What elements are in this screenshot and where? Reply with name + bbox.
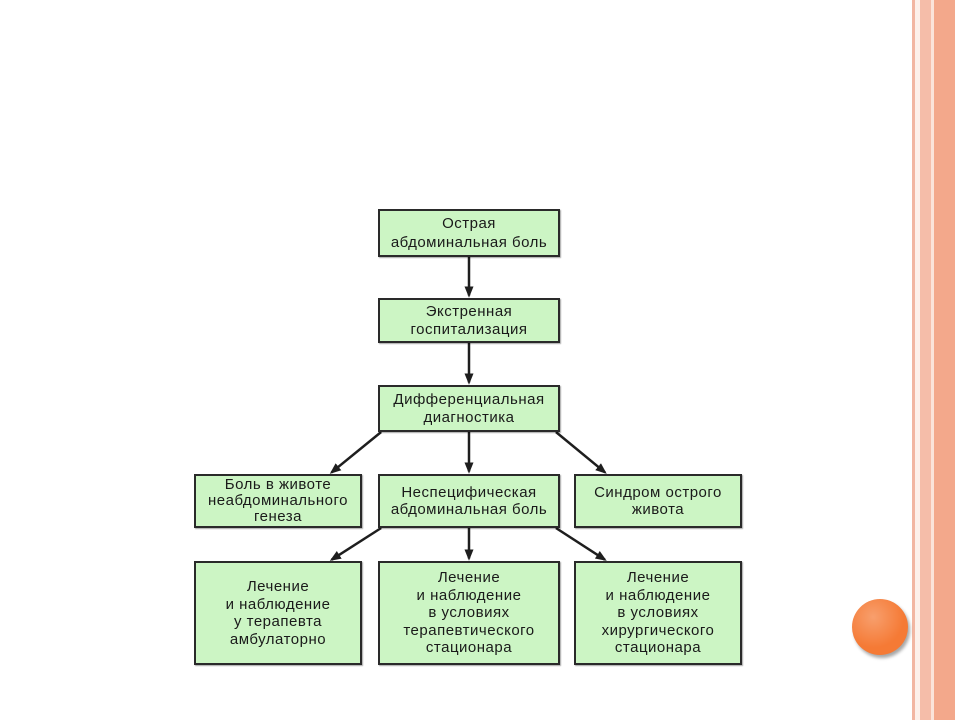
side-stripe xyxy=(920,0,931,720)
side-stripe xyxy=(915,0,920,720)
node-differential-diagnosis: Дифференциальная диагностика xyxy=(378,385,560,432)
arrow-4-to-6 xyxy=(329,526,382,561)
arrow-4-to-8 xyxy=(555,526,607,561)
node-acute-abdomen-syndrome: Синдром острого живота xyxy=(574,474,742,528)
node-label: Лечение и наблюдение в условиях терапевт… xyxy=(403,569,535,657)
side-stripe xyxy=(931,0,934,720)
node-label: Неспецифическая абдоминальная боль xyxy=(390,483,548,519)
node-emergency-hospitalization: Экстренная госпитализация xyxy=(378,298,560,343)
side-stripe xyxy=(934,0,955,720)
node-label: Экстренная госпитализация xyxy=(410,303,528,338)
arrow-2-to-3 xyxy=(329,431,382,474)
node-surgical-hospital-treatment: Лечение и наблюдение в условиях хирургич… xyxy=(574,561,742,665)
side-stripe xyxy=(912,0,915,720)
node-acute-abdominal-pain: Острая абдоминальная боль xyxy=(378,209,560,257)
orange-circle-decoration xyxy=(852,599,908,655)
node-label: Лечение и наблюдение у терапевта амбулат… xyxy=(225,578,331,648)
node-label: Синдром острого живота xyxy=(594,483,722,519)
node-therapeutic-hospital-treatment: Лечение и наблюдение в условиях терапевт… xyxy=(378,561,560,665)
node-nonspecific-abdominal-pain: Неспецифическая абдоминальная боль xyxy=(378,474,560,528)
node-label: Боль в животе неабдоминального генеза xyxy=(208,476,348,525)
node-non-abdominal-pain: Боль в животе неабдоминального генеза xyxy=(194,474,362,528)
node-label: Дифференциальная диагностика xyxy=(393,391,545,426)
node-label: Лечение и наблюдение в условиях хирургич… xyxy=(601,569,715,657)
node-label: Острая абдоминальная боль xyxy=(390,215,548,251)
arrow-2-to-5 xyxy=(555,431,607,474)
node-outpatient-treatment: Лечение и наблюдение у терапевта амбулат… xyxy=(194,561,362,665)
